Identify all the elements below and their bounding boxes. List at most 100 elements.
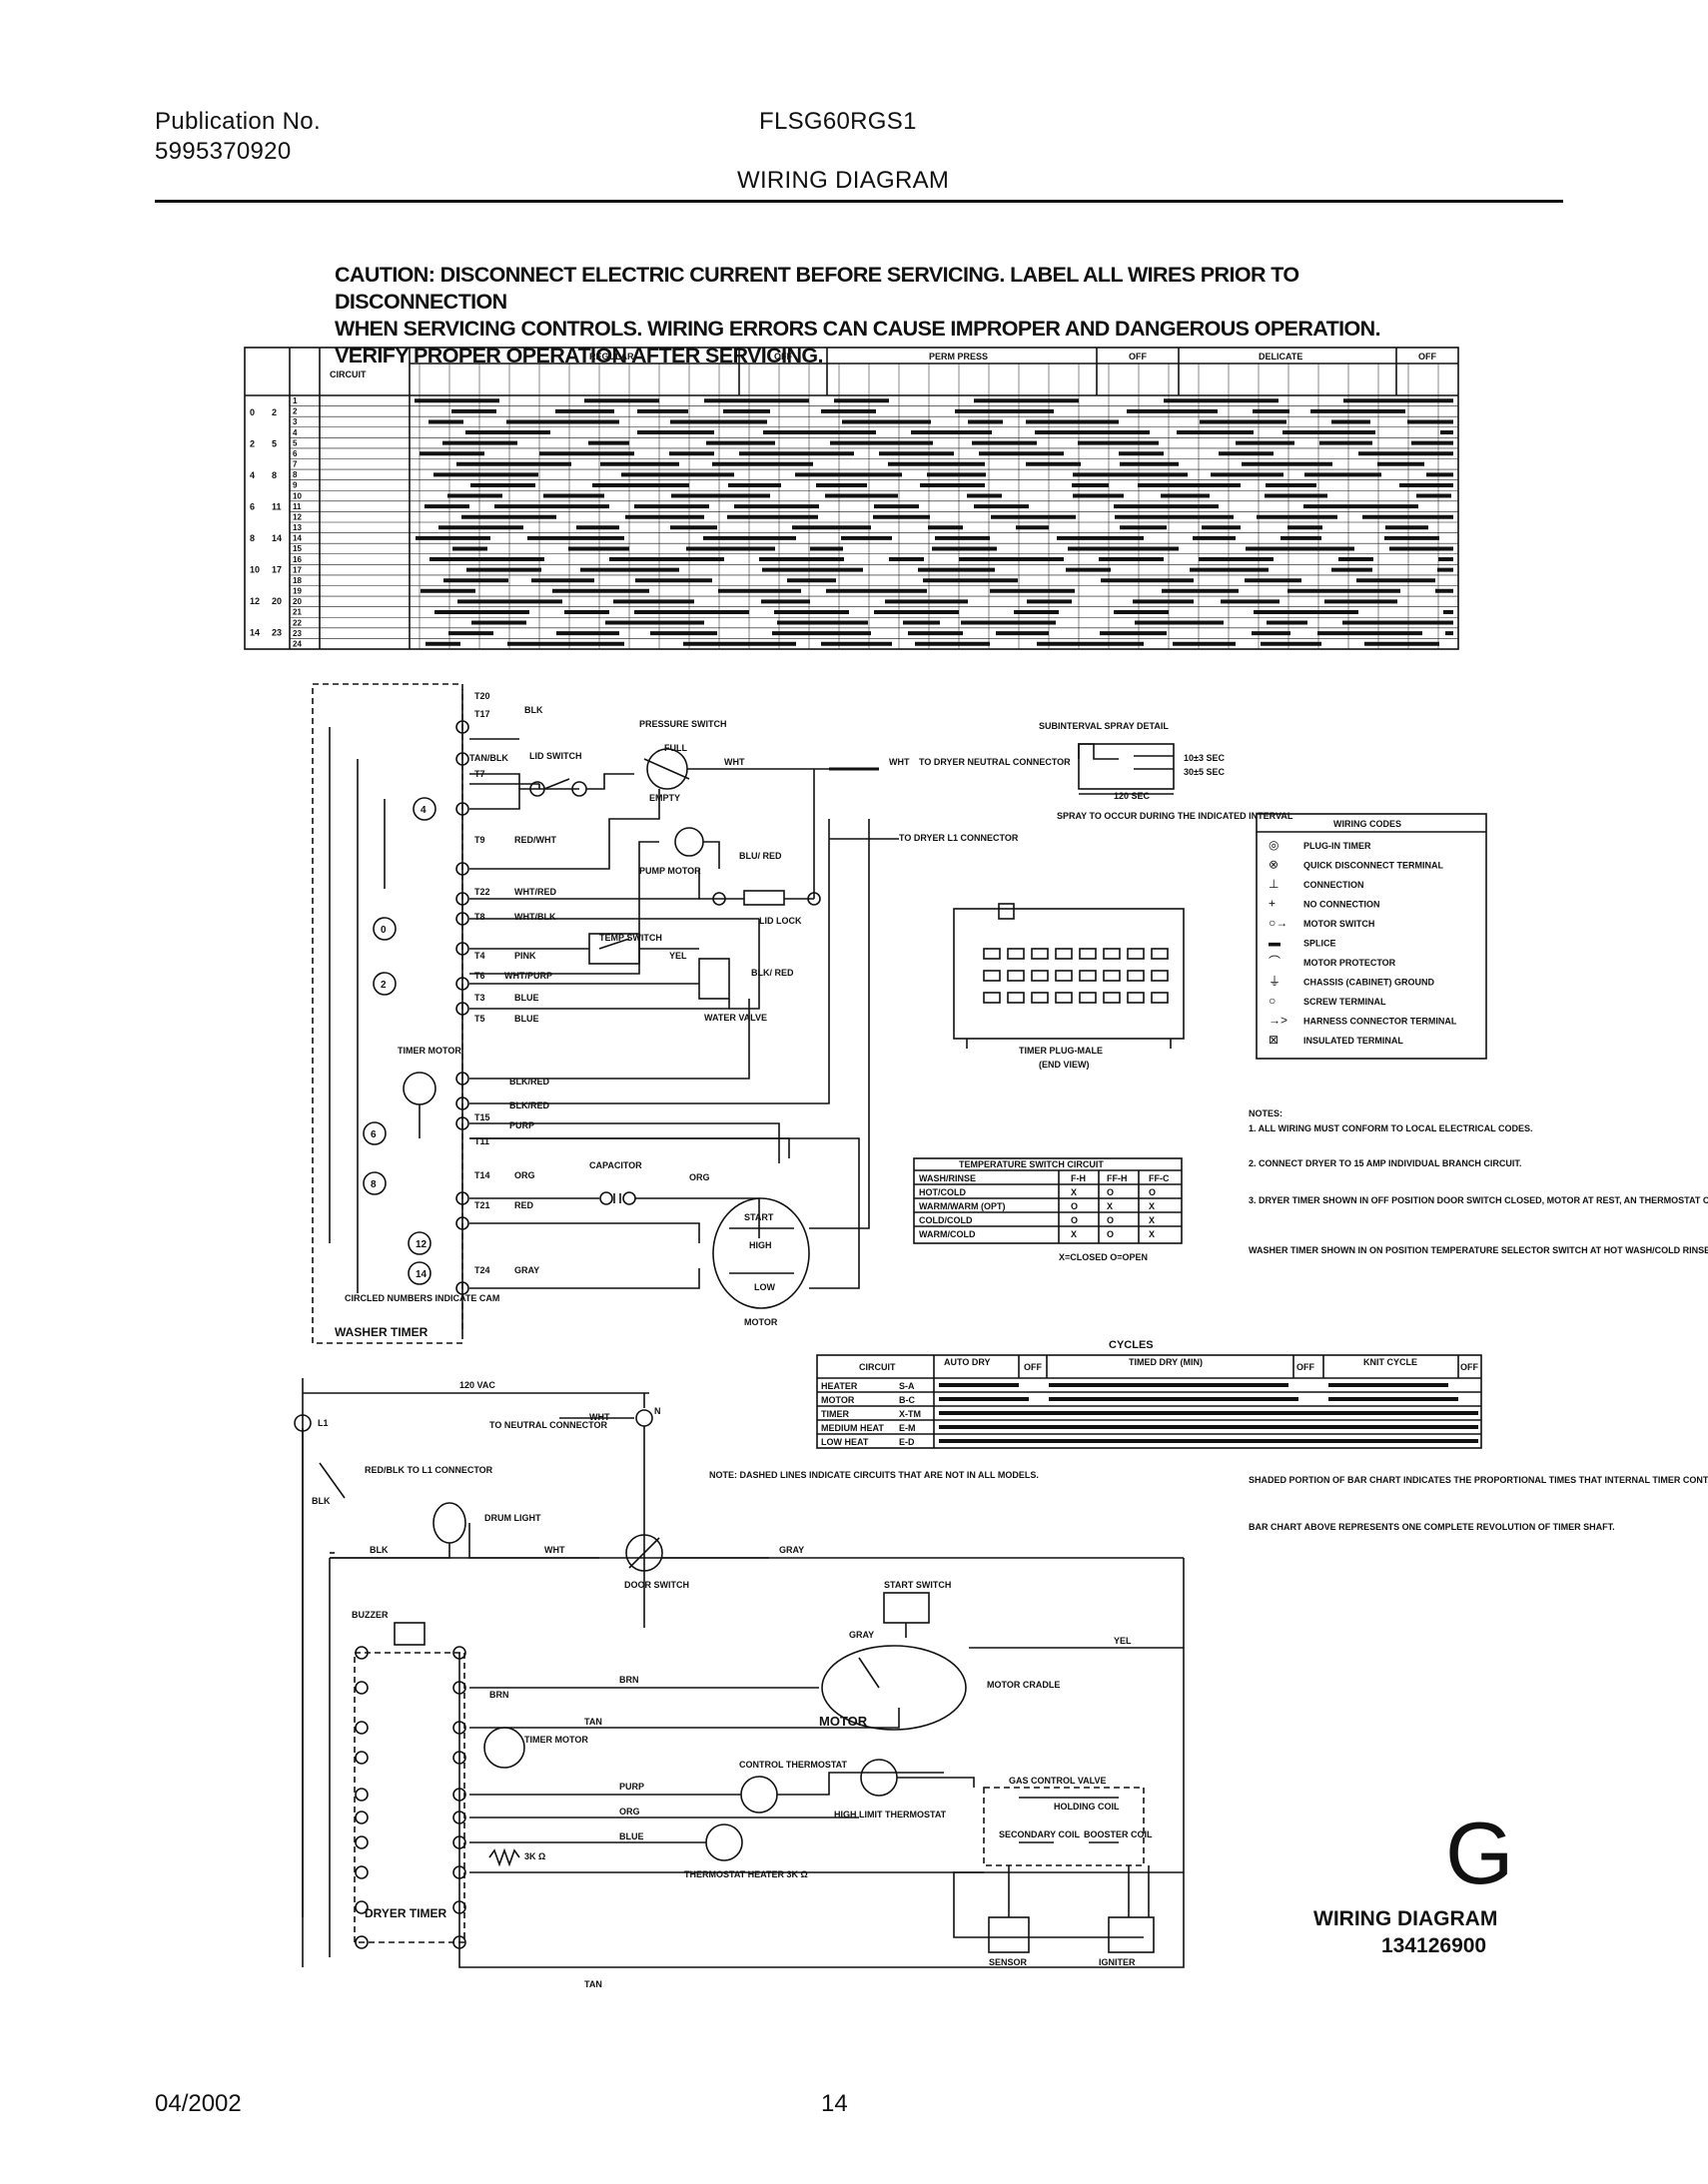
- dryer-timer-terminal-icon: [355, 1646, 369, 1660]
- cam-number: 14: [416, 1269, 427, 1280]
- plug-pin: [1031, 992, 1049, 1004]
- cycles-row-label: LOW HEAT: [821, 1437, 869, 1447]
- drum-light-label: DRUM LIGHT: [484, 1513, 541, 1523]
- note-4: WASHER TIMER SHOWN IN ON POSITION TEMPER…: [1249, 1245, 1708, 1255]
- wiring-code-symbol: ⏚: [1269, 975, 1281, 989]
- chart-group-off-1: OFF: [774, 352, 792, 362]
- high-limit-label: HIGH LIMIT THERMOSTAT: [834, 1810, 947, 1820]
- chart-cam-number: 8: [272, 470, 277, 480]
- chart-row-number: 21: [293, 608, 302, 617]
- dryer-timer-terminal-icon: [355, 1681, 369, 1695]
- temp-table-cell: O: [1071, 1215, 1078, 1225]
- plug-pin: [1079, 948, 1097, 960]
- cycles-title: CYCLES: [1109, 1339, 1154, 1351]
- motor-high-label: HIGH: [749, 1240, 772, 1250]
- cycles-auto-dry: AUTO DRY: [944, 1357, 991, 1367]
- chart-group-regular: REGULAR: [589, 352, 634, 362]
- pressure-full-label: FULL: [664, 743, 687, 753]
- temp-table-cell: WARM/WARM (OPT): [919, 1201, 1005, 1211]
- temp-table-cell: O: [1071, 1201, 1078, 1211]
- wt-term-t7: T7: [474, 769, 485, 779]
- chart-row-number: 9: [293, 481, 298, 490]
- chart-row-number: 2: [293, 407, 298, 416]
- dryer-n: N: [654, 1406, 661, 1416]
- temp-table-cell: X: [1149, 1229, 1155, 1239]
- chart-row-number: 8: [293, 470, 298, 479]
- wiring-code-item: PLUG-IN TIMER: [1303, 841, 1371, 851]
- temp-table-title: TEMPERATURE SWITCH CIRCUIT: [959, 1159, 1104, 1169]
- dryer-timer-terminal-icon: [355, 1751, 369, 1765]
- dryer-timer-terminal-icon: [452, 1811, 466, 1824]
- timer-terminal-icon: [455, 1281, 469, 1295]
- wht-label-1: WHT: [724, 757, 745, 767]
- dryer-cycles-chart: [816, 1354, 1482, 1449]
- subinterval-title: SUBINTERVAL SPRAY DETAIL: [1039, 721, 1169, 731]
- dryer-timer-terminal-icon: [355, 1865, 369, 1879]
- timer-terminal-icon: [455, 862, 469, 876]
- chart-cam-number: 20: [272, 596, 282, 606]
- dryer-timer-terminal-icon: [452, 1681, 466, 1695]
- dryer-timer-terminal-icon: [452, 1900, 466, 1914]
- temp-table-cell: X: [1071, 1229, 1077, 1239]
- chart-cam-number: 4: [250, 470, 255, 480]
- motor-start-label: START: [744, 1212, 774, 1222]
- wiring-code-item: SPLICE: [1303, 939, 1336, 949]
- chart-row-number: 4: [293, 428, 298, 437]
- dryer-vac: 120 VAC: [459, 1380, 495, 1390]
- corner-wiring-diagram: WIRING DIAGRAM: [1313, 1907, 1498, 1930]
- dryer-timer-terminal-icon: [355, 1935, 369, 1949]
- chart-row-number: 17: [293, 565, 302, 574]
- cycles-row-label: TIMER: [821, 1409, 849, 1419]
- dryer-note: NOTE: DASHED LINES INDICATE CIRCUITS THA…: [709, 1470, 1039, 1480]
- wt-term-t6: T6: [474, 971, 485, 981]
- note-2: 2. CONNECT DRYER TO 15 AMP INDIVIDUAL BR…: [1249, 1158, 1521, 1168]
- timer-terminal-icon: [455, 720, 469, 734]
- timer-terminal-icon: [455, 1216, 469, 1230]
- timer-terminal-icon: [455, 1072, 469, 1086]
- subinterval-spray-detail: [1078, 743, 1175, 795]
- cam-number: 12: [416, 1239, 427, 1250]
- plug-pin: [1151, 948, 1169, 960]
- cycles-row-contact: X-TM: [899, 1409, 921, 1419]
- temp-table-legend: X=CLOSED O=OPEN: [1059, 1252, 1148, 1262]
- note-1: 1. ALL WIRING MUST CONFORM TO LOCAL ELEC…: [1249, 1123, 1533, 1133]
- chart-group-delicate: DELICATE: [1259, 352, 1302, 362]
- wt-wire-tanblk: TAN/BLK: [469, 753, 508, 763]
- dryer-timer-label: DRYER TIMER: [365, 1906, 447, 1920]
- wiring-code-item: SCREW TERMINAL: [1303, 997, 1386, 1007]
- dryer-gray-1: GRAY: [779, 1545, 804, 1555]
- chart-row-number: 5: [293, 438, 298, 447]
- footer-page: 14: [821, 2090, 848, 2117]
- dryer-timer-terminal-icon: [452, 1751, 466, 1765]
- wiring-code-item: CHASSIS (CABINET) GROUND: [1303, 978, 1435, 988]
- dryer-motor-label: MOTOR: [819, 1714, 868, 1729]
- cam-number: 4: [421, 805, 427, 816]
- cam-circle-icon: [408, 1231, 431, 1255]
- dryer-yel: YEL: [1114, 1636, 1132, 1646]
- plug-pin: [983, 970, 1001, 982]
- wt-term-t11: T11: [474, 1136, 489, 1146]
- plug-pin: [983, 948, 1001, 960]
- timer-terminal-icon: [455, 892, 469, 906]
- publication-label: Publication No.: [155, 108, 321, 135]
- timer-terminal-icon: [455, 977, 469, 991]
- chart-row-number: 14: [293, 534, 302, 543]
- chart-row-number: 10: [293, 491, 302, 500]
- plug-pin: [1079, 992, 1097, 1004]
- chart-row-number: 6: [293, 449, 298, 458]
- cam-circle-icon: [373, 972, 397, 996]
- wiring-code-symbol: ⊥: [1269, 877, 1279, 891]
- cycles-knit: KNIT CYCLE: [1363, 1357, 1417, 1367]
- temp-table-cell: COLD/COLD: [919, 1215, 973, 1225]
- plug-pin: [1055, 970, 1073, 982]
- dryer-timer-terminal-icon: [355, 1900, 369, 1914]
- lid-lock-label: LID LOCK: [759, 916, 802, 926]
- dryer-org: ORG: [619, 1807, 640, 1817]
- plug-pin: [1103, 970, 1121, 982]
- wt-wire-pink: PINK: [514, 951, 536, 961]
- wt-wire-whtred: WHT/RED: [514, 887, 556, 897]
- temp-table-cell: X: [1107, 1201, 1113, 1211]
- wiring-codes-box: [1256, 813, 1487, 1060]
